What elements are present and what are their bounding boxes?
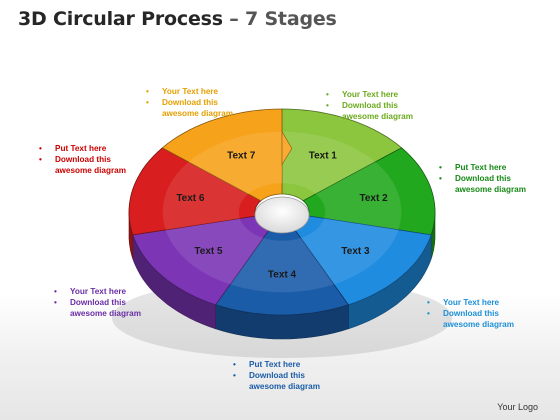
stage-4-highlight — [230, 237, 334, 293]
bullet-icon: • — [39, 155, 42, 164]
callout-line: • Put Text here — [439, 162, 526, 173]
callout-line: • Put Text here — [233, 359, 320, 370]
title-main: 3D Circular Process — [18, 8, 223, 30]
bullet-icon: • — [439, 174, 442, 183]
stage-2-highlight — [315, 161, 402, 230]
stage-6-label: Text 6 — [176, 193, 205, 204]
callout-line: • Download this — [439, 173, 526, 184]
bullet-icon: • — [39, 144, 42, 153]
callout-line: • Your Text here — [326, 89, 413, 100]
callout-left-upper: • Put Text here • Download this awesome di… — [39, 143, 126, 176]
stage-4-label: Text 4 — [268, 270, 297, 281]
bullet-icon: • — [326, 101, 329, 110]
callout-text: Download this — [55, 155, 111, 164]
callout-heading: Put Text here — [55, 144, 107, 153]
callout-line: • Your Text here — [427, 297, 514, 308]
bullet-icon: • — [427, 309, 430, 318]
callout-text: awesome diagram — [455, 185, 526, 194]
callout-text: awesome diagram — [55, 166, 126, 175]
callout-line: • Your Text here — [146, 86, 233, 97]
callout-top-right: • Your Text here • Download this awesome d… — [326, 89, 413, 122]
stage-2-label: Text 2 — [360, 193, 389, 204]
stage-3-label: Text 3 — [341, 246, 370, 257]
stage-3-highlight — [300, 218, 399, 285]
bullet-icon: • — [146, 87, 149, 96]
bullet-icon: • — [326, 90, 329, 99]
bullet-icon: • — [439, 163, 442, 172]
callout-line: • Put Text here — [39, 143, 126, 154]
callout-right-upper: • Put Text here • Download this awesome di… — [439, 162, 526, 195]
callout-line: • Download this — [54, 297, 141, 308]
callout-line: • Download this — [39, 154, 126, 165]
callout-right-lower: • Your Text here • Download this awesome d… — [427, 297, 514, 330]
callout-text: Download this — [249, 371, 305, 380]
bullet-icon: • — [54, 298, 57, 307]
callout-line: • Download this — [326, 100, 413, 111]
callout-line: • Download this — [146, 97, 233, 108]
callout-text: Download this — [342, 101, 398, 110]
logo-text: Your Logo — [497, 402, 538, 412]
callout-text: Download this — [70, 298, 126, 307]
callout-line: awesome diagram — [146, 108, 233, 119]
stage-5-highlight — [165, 218, 264, 285]
callout-text: awesome diagram — [162, 109, 233, 118]
callout-line: awesome diagram — [326, 111, 413, 122]
callout-heading: Put Text here — [249, 360, 301, 369]
callout-text: Download this — [455, 174, 511, 183]
callout-text: awesome diagram — [342, 112, 413, 121]
callout-line: • Download this — [233, 370, 320, 381]
callout-text: awesome diagram — [70, 309, 141, 318]
stage-5-label: Text 5 — [194, 246, 223, 257]
bullet-icon: • — [146, 98, 149, 107]
callout-text: awesome diagram — [443, 320, 514, 329]
callout-line: awesome diagram — [39, 165, 126, 176]
stage-7-segment — [161, 108, 293, 202]
stage-1-label: Text 1 — [309, 151, 338, 162]
callout-heading: Put Text here — [455, 163, 507, 172]
callout-line: • Download this — [427, 308, 514, 319]
callout-line: awesome diagram — [439, 184, 526, 195]
callout-heading: Your Text here — [443, 298, 500, 307]
center-hole — [254, 196, 310, 234]
bullet-icon: • — [54, 287, 57, 296]
title-dash: – — [229, 8, 239, 30]
callout-heading: Your Text here — [342, 90, 399, 99]
stage-7-highlight — [188, 131, 282, 194]
stage-7-label: Text 7 — [227, 151, 256, 162]
callout-top-left: • Your Text here • Download this awesome d… — [146, 86, 233, 119]
callout-line: • Your Text here — [54, 286, 141, 297]
bullet-icon: • — [233, 360, 236, 369]
bullet-icon: • — [427, 298, 430, 307]
stage-7-arrow — [281, 130, 293, 166]
stage-1-highlight — [282, 131, 376, 194]
stage-6-highlight — [162, 161, 249, 230]
callout-text: Download this — [162, 98, 218, 107]
title-sub: 7 Stages — [245, 8, 337, 30]
callout-left-lower: • Your Text here • Download this awesome d… — [54, 286, 141, 319]
callout-heading: Your Text here — [162, 87, 219, 96]
callout-line: awesome diagram — [233, 381, 320, 392]
stage-labels: Text 1 Text 2 Text 3 Text 4 Text 5 Text 6 Text… — [176, 151, 388, 281]
callout-text: awesome diagram — [249, 382, 320, 391]
callout-bottom: • Put Text here • Download this awesome di… — [233, 359, 320, 392]
callout-line: awesome diagram — [54, 308, 141, 319]
callout-heading: Your Text here — [70, 287, 127, 296]
stage-1-segment — [281, 108, 403, 202]
bullet-icon: • — [233, 371, 236, 380]
page-title: 3D Circular Process – 7 Stages — [18, 8, 337, 30]
callout-line: awesome diagram — [427, 319, 514, 330]
callout-text: Download this — [443, 309, 499, 318]
